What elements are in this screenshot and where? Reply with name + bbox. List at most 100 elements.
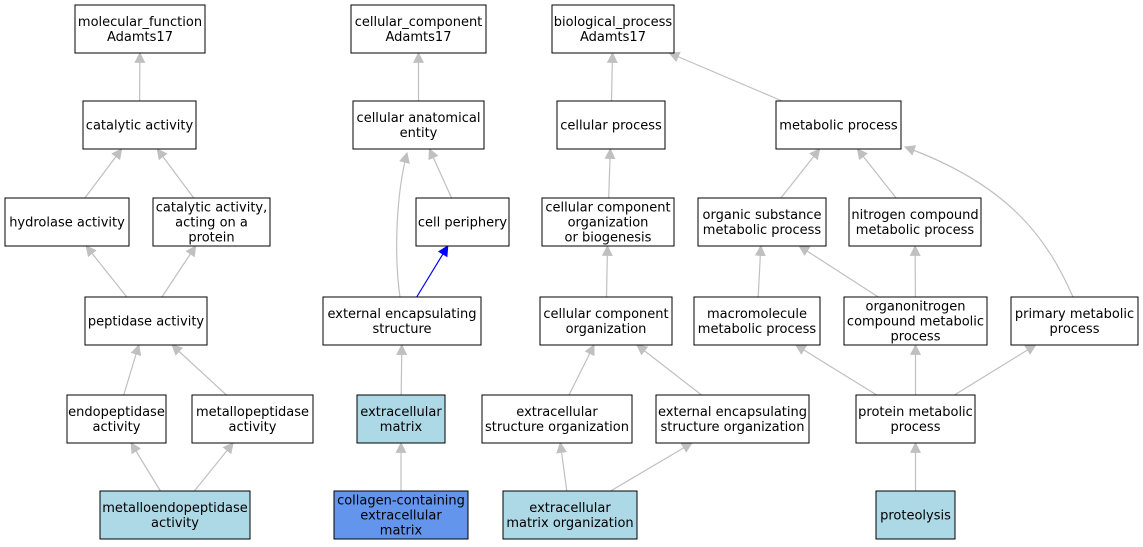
node-label: protein metabolic [858, 405, 973, 420]
node-label: organization [566, 322, 647, 337]
node-label: process [891, 330, 941, 345]
node-label: metabolic process [779, 119, 898, 134]
node-label: Adamts17 [107, 30, 173, 45]
node-box [655, 394, 810, 444]
edge-metabolic-to-bp_root [668, 51, 783, 102]
edge-protein_metab-to-primary [954, 344, 1037, 396]
node-box [1010, 296, 1139, 346]
edges-layer [84, 51, 1074, 492]
node-cell_periphery[interactable]: cell periphery [415, 197, 510, 247]
node-label: structure organization [661, 420, 805, 435]
node-label: extracellular [360, 405, 442, 420]
node-label: cellular component [545, 201, 670, 216]
edge-metalloendo-to-endopeptidase [130, 442, 161, 492]
node-label: organonitrogen [866, 300, 966, 315]
node-box [152, 197, 271, 247]
node-label: proteolysis [880, 509, 951, 524]
node-box [502, 490, 638, 540]
node-box [74, 4, 206, 54]
edge-cc_org_bio-to-cell_process [604, 147, 616, 199]
node-box [415, 197, 510, 247]
node-cell_process[interactable]: cellular process [556, 100, 666, 150]
node-label: external encapsulating [327, 307, 476, 322]
node-label: matrix [380, 420, 423, 435]
node-box [481, 394, 633, 444]
node-label: structure organization [485, 420, 629, 435]
edge-macromolecule-to-organic_sub [754, 244, 766, 298]
node-label: acting on a [175, 216, 248, 231]
node-box [843, 296, 988, 346]
edge-primary-to-metabolic [903, 145, 1074, 298]
node-label: activity [229, 420, 277, 435]
edge-cc_org-to-cc_org_bio [601, 244, 613, 298]
edge-metalloendo-to-metallopeptidase [193, 442, 234, 492]
node-box [697, 197, 827, 247]
edge-ecm-to-ext_struct [396, 343, 408, 396]
node-proteolysis[interactable]: proteolysis [875, 490, 956, 540]
edge-ext_struct-to-anat_entity [396, 151, 410, 298]
node-box [352, 100, 485, 150]
node-label: cellular_component [355, 15, 483, 30]
node-peptidase[interactable]: peptidase activity [84, 296, 208, 346]
edge-organonitrogen-to-organic_sub [798, 245, 879, 298]
node-label: organization [568, 216, 649, 231]
node-label: matrix [380, 524, 423, 539]
node-label: extracellular [360, 509, 442, 524]
node-box [855, 394, 976, 444]
node-label: cell periphery [418, 216, 508, 231]
node-label: cellular component [543, 307, 668, 322]
node-label: collagen-containing [337, 494, 465, 509]
edge-ext_struct-to-cell_periphery [416, 245, 449, 298]
edge-organic_sub-to-metabolic [780, 148, 821, 199]
node-label: molecular_function [78, 15, 202, 30]
node-metabolic[interactable]: metabolic process [775, 100, 902, 150]
node-label: entity [400, 126, 438, 141]
node-label: cellular anatomical [357, 111, 481, 126]
edge-nitrogen-to-metabolic [856, 148, 897, 199]
node-label: primary metabolic [1015, 307, 1134, 322]
node-box [66, 394, 167, 444]
node-label: metabolic process [703, 223, 822, 238]
node-label: biological_process [554, 15, 673, 30]
node-label: activity [93, 420, 141, 435]
node-box [84, 296, 208, 346]
node-label: metabolic process [698, 322, 817, 337]
edge-hydrolase-to-catalytic [84, 148, 123, 199]
node-label: external encapsulating [658, 405, 807, 420]
node-catalytic[interactable]: catalytic activity [82, 100, 197, 150]
node-label: process [891, 420, 941, 435]
node-label: Adamts17 [580, 30, 646, 45]
node-label: process [1050, 322, 1100, 337]
node-label: metallopeptidase [196, 405, 309, 420]
node-box [356, 394, 446, 444]
node-hydrolase[interactable]: hydrolase activity [4, 197, 130, 247]
node-label: macromolecule [707, 307, 807, 322]
node-label: metabolic process [856, 223, 975, 238]
node-box [556, 100, 666, 150]
node-label: compound metabolic [847, 315, 984, 330]
node-label: extracellular [516, 405, 598, 420]
